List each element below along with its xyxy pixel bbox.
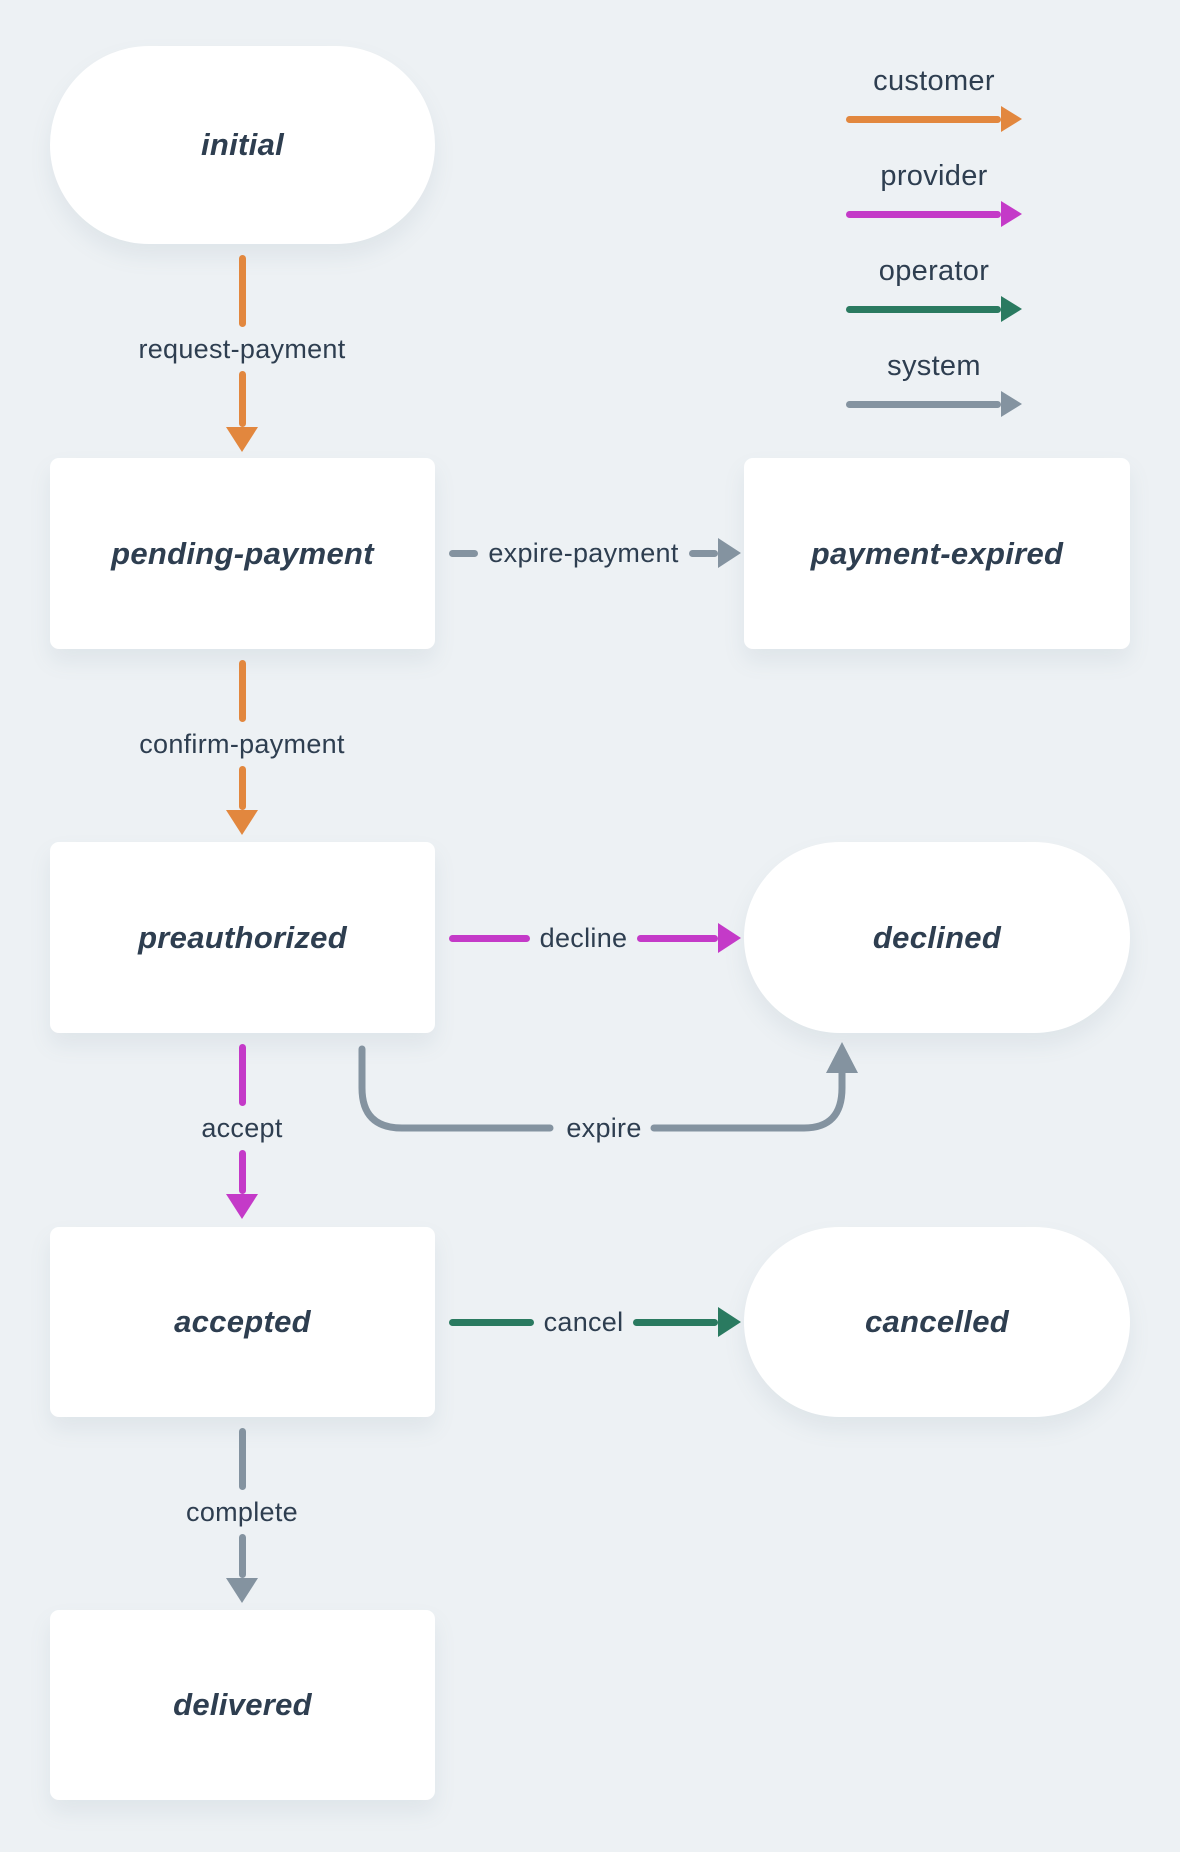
legend-entry-customer: customer: [846, 64, 1022, 132]
request-payment-label: request-payment: [138, 334, 346, 364]
transition-accept: accept: [102, 1033, 382, 1227]
expire-payment-line: [688, 549, 719, 557]
system-arrow-icon: [846, 391, 1022, 417]
state-declined: declined: [744, 842, 1130, 1033]
arrow-down-icon: [226, 427, 258, 452]
accept-line: [238, 1044, 246, 1106]
cancel-line: [449, 1318, 534, 1326]
state-payment-expired: payment-expired: [744, 458, 1130, 649]
expire-line: [358, 1045, 554, 1132]
state-initial: initial: [50, 46, 435, 244]
complete-label: complete: [186, 1497, 298, 1527]
expire-payment-label: expire-payment: [488, 538, 679, 568]
request-payment-line: [238, 255, 246, 327]
transition-confirm-payment: confirm-payment: [102, 649, 382, 842]
transition-expire-curve: [358, 1042, 858, 1132]
legend-label-system: system: [887, 350, 981, 382]
complete-line: [238, 1534, 246, 1578]
arrow-down-icon: [226, 1578, 258, 1603]
legend-entry-provider: provider: [846, 159, 1022, 227]
operator-arrow-icon: [846, 296, 1022, 322]
transition-request-payment: request-payment: [102, 244, 382, 458]
legend-label-provider: provider: [880, 160, 988, 192]
transition-decline: decline: [449, 921, 742, 955]
expire-label: expire: [566, 1113, 642, 1143]
state-preauthorized: preauthorized: [50, 842, 435, 1033]
arrow-down-icon: [226, 1194, 258, 1219]
decline-label: decline: [539, 923, 628, 953]
provider-arrow-icon: [846, 201, 1022, 227]
arrow-down-icon: [226, 810, 258, 835]
state-cancelled: cancelled: [744, 1227, 1130, 1417]
expire-payment-line: [449, 549, 479, 557]
cancel-label: cancel: [543, 1307, 624, 1337]
arrow-right-icon: [718, 1307, 742, 1337]
legend-label-customer: customer: [873, 65, 995, 97]
accept-label: accept: [201, 1113, 283, 1143]
expire-line: [650, 1068, 846, 1132]
confirm-payment-line: [238, 660, 246, 722]
legend-entry-system: system: [846, 349, 1022, 417]
decline-line: [637, 934, 719, 942]
complete-line: [238, 1428, 246, 1490]
accept-line: [238, 1150, 246, 1194]
state-accepted: accepted: [50, 1227, 435, 1417]
transition-expire-payment: expire-payment: [449, 536, 742, 570]
transition-cancel: cancel: [449, 1305, 742, 1339]
arrow-right-icon: [718, 923, 742, 953]
transition-complete: complete: [102, 1417, 382, 1610]
state-pending-payment: pending-payment: [50, 458, 435, 649]
customer-arrow-icon: [846, 106, 1022, 132]
cancel-line: [633, 1318, 719, 1326]
state-delivered: delivered: [50, 1610, 435, 1800]
confirm-payment-line: [238, 766, 246, 810]
decline-line: [449, 934, 530, 942]
legend-entry-operator: operator: [846, 254, 1022, 322]
legend: customer provider operator system: [846, 64, 1022, 444]
request-payment-line: [238, 371, 246, 427]
arrow-up-icon: [826, 1042, 858, 1073]
legend-label-operator: operator: [878, 255, 990, 287]
confirm-payment-label: confirm-payment: [139, 729, 345, 759]
arrow-right-icon: [718, 538, 742, 568]
